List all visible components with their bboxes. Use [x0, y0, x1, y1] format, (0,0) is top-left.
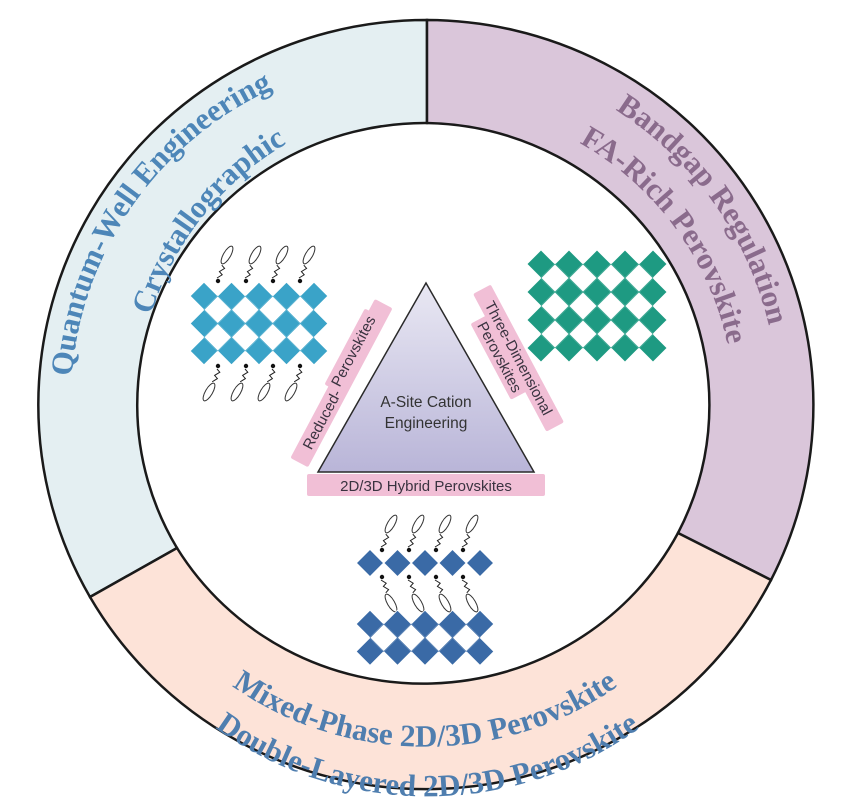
center-title-line1: A-Site Cation	[380, 394, 471, 411]
ligand-head	[465, 593, 479, 613]
ligand-head	[302, 245, 316, 265]
ligand-anchor	[379, 547, 385, 553]
ligand-chain	[293, 368, 303, 383]
ligand-head	[275, 245, 289, 265]
ligand-chain	[461, 533, 471, 548]
ligand-anchor	[297, 363, 303, 369]
octahedron	[383, 548, 412, 578]
ligand-anchor	[460, 574, 466, 580]
label-hybrid-text: 2D/3D Hybrid Perovskites	[340, 478, 512, 495]
hybrid-structure	[355, 514, 495, 666]
ligand-anchor	[270, 363, 276, 369]
ligand-chain	[434, 533, 444, 548]
ligand-chain	[380, 533, 390, 548]
ligand-head	[230, 382, 244, 402]
ligand-chain	[211, 368, 221, 383]
ligand-head	[411, 593, 425, 613]
ligand-anchor	[433, 574, 439, 580]
ligand-anchor	[406, 547, 412, 553]
lattice-gap	[231, 323, 260, 352]
ligand-chain	[216, 264, 226, 279]
lattice-gap	[540, 319, 570, 349]
center-triangle	[316, 281, 536, 473]
ligand-head	[465, 514, 479, 534]
ligand-head	[411, 514, 425, 534]
ligand-head	[438, 514, 452, 534]
ligand-head	[384, 514, 398, 534]
ligand-anchor	[379, 574, 385, 580]
lattice-gap	[258, 323, 287, 352]
label-hybrid: 2D/3D Hybrid Perovskites	[307, 474, 545, 496]
outer-ring	[37, 18, 815, 791]
ligand-chain	[271, 264, 281, 279]
ligand-chain	[266, 368, 276, 383]
ligand-chain	[461, 579, 471, 594]
ligand-chain	[434, 579, 444, 594]
octahedron	[355, 548, 385, 578]
ring-segment-bandgap	[425, 18, 815, 582]
lattice-gap	[424, 623, 453, 652]
ring-segment-quantum-well	[37, 18, 429, 599]
octahedron	[465, 548, 495, 578]
lattice-gap	[568, 319, 598, 349]
center-title-line2: Engineering	[385, 415, 468, 432]
ligand-anchor	[215, 363, 221, 369]
ligand-chain	[244, 264, 254, 279]
lattice-gap	[286, 323, 315, 352]
ligand-chain	[298, 264, 308, 279]
octahedron	[438, 548, 467, 578]
lattice-gap	[596, 319, 626, 349]
reduced-dimensional-structure	[189, 245, 329, 402]
ligand-head	[284, 382, 298, 402]
ligand-head	[384, 593, 398, 613]
ligand-anchor	[297, 278, 303, 284]
ligand-chain	[239, 368, 249, 383]
ligand-anchor	[460, 547, 466, 553]
ligand-anchor	[243, 363, 249, 369]
ligand-anchor	[243, 278, 249, 284]
ligand-anchor	[406, 574, 412, 580]
ligand-head	[220, 245, 234, 265]
ligand-anchor	[270, 278, 276, 284]
ring-segment-mixed-phase	[88, 531, 773, 791]
ligand-chain	[407, 579, 417, 594]
ligand-chain	[380, 579, 390, 594]
lattice-gap	[397, 623, 426, 652]
lattice-gap	[624, 319, 654, 349]
ligand-head	[257, 382, 271, 402]
three-dimensional-structure	[526, 249, 668, 363]
ligand-head	[438, 593, 452, 613]
ligand-anchor	[215, 278, 221, 284]
lattice-gap	[452, 623, 481, 652]
ligand-head	[202, 382, 216, 402]
ligand-head	[248, 245, 262, 265]
lattice-gap	[369, 623, 398, 652]
ligand-anchor	[433, 547, 439, 553]
octahedron	[410, 548, 440, 578]
ligand-chain	[407, 533, 417, 548]
lattice-gap	[203, 323, 232, 352]
